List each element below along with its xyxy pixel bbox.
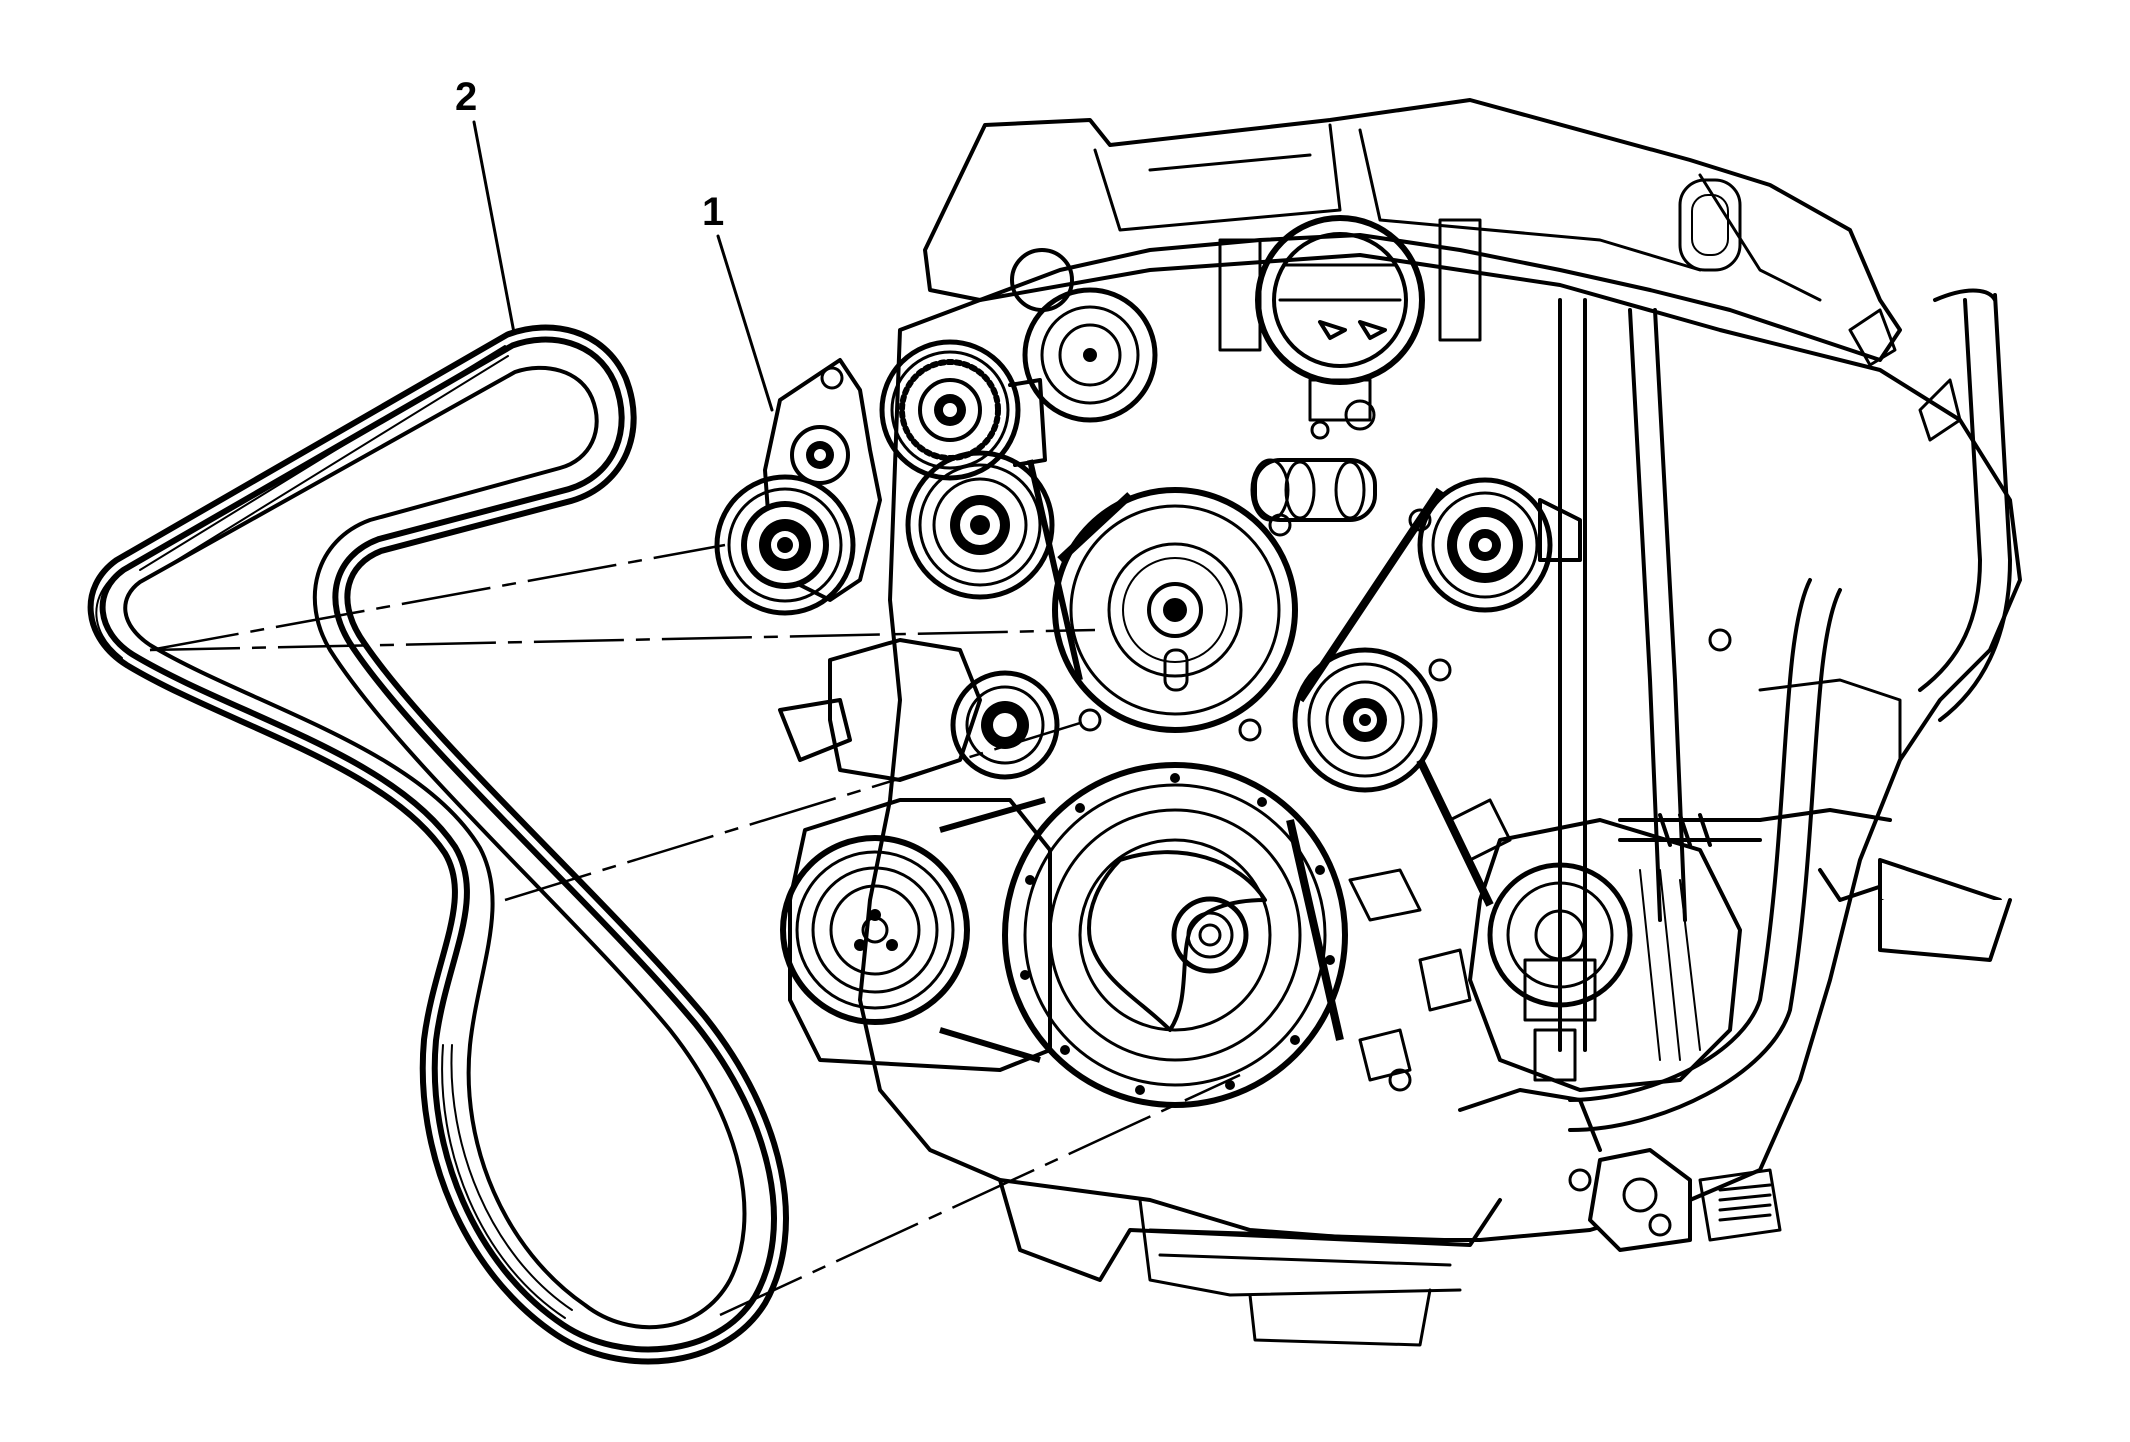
idler-pulley-lower-right bbox=[1292, 647, 1438, 793]
routing-lines bbox=[149, 543, 1241, 1317]
engine-bolts bbox=[1078, 420, 1732, 1192]
idler-pulley-right bbox=[1417, 477, 1553, 613]
coolant-hoses bbox=[1458, 288, 2012, 1152]
throttle-body bbox=[1218, 215, 1482, 431]
power-steering-pump bbox=[778, 638, 1060, 782]
serpentine-belt bbox=[87, 324, 789, 1365]
installed-belt-path bbox=[939, 459, 1494, 1063]
idler-pulley-middle bbox=[905, 450, 1055, 600]
idler-pulley-top bbox=[1010, 248, 1158, 423]
engine-assembly bbox=[714, 98, 2022, 1347]
alternator bbox=[1468, 818, 1742, 1092]
callout-leader-2 bbox=[472, 120, 517, 340]
ac-compressor bbox=[780, 798, 1052, 1072]
callout-leader-1 bbox=[716, 234, 774, 412]
callout-label-2: 2 bbox=[455, 75, 477, 119]
water-pump-pulley bbox=[1052, 487, 1298, 733]
crankshaft-balancer bbox=[1002, 762, 1348, 1108]
belt-tensioner bbox=[714, 358, 882, 616]
callout-label-1: 1 bbox=[702, 190, 724, 234]
hose-coupler bbox=[1250, 458, 1377, 522]
idler-pulley-upper bbox=[879, 339, 1047, 481]
right-side-components bbox=[1348, 308, 2012, 1252]
